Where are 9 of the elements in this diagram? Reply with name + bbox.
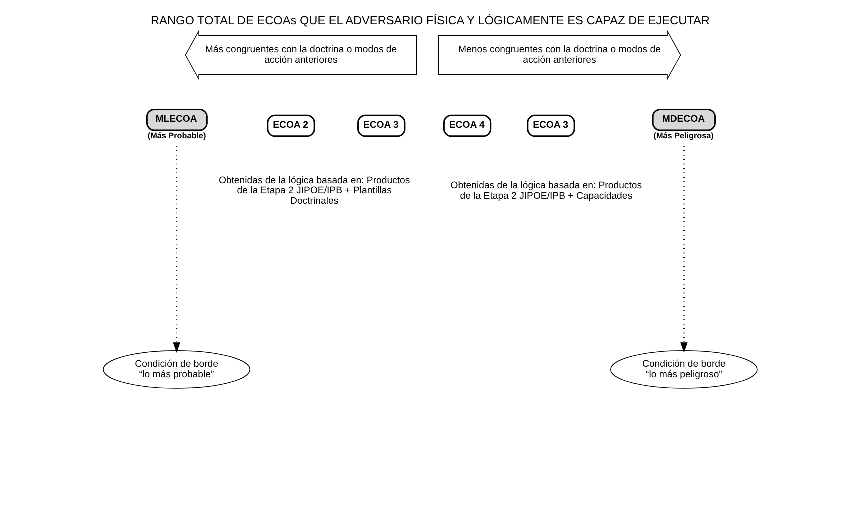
arrow (680, 146, 688, 353)
diagram-title: RANGO TOTAL DE ECOAs QUE EL ADVERSARIO FÍSICA Y LÓGICAMENTE ES CAPAZ DE EJECUTAR (150, 12, 710, 27)
arrow (172, 146, 180, 353)
node-label: (Más Probable) (147, 130, 206, 140)
node-label: (Más Peligrosa) (653, 130, 714, 140)
label: Obtenidas de la lógica basada en: Productos de la Etapa 2 JIPOE/IPB + Plantillas Doctrinales (218, 174, 410, 207)
node-ellipse: Condición de borde “lo más peligroso” (610, 350, 758, 388)
node-ellipse: Condición de borde “lo más probable” (102, 350, 250, 388)
label: Obtenidas de la lógica basada en: Productos de la Etapa 2 JIPOE/IPB + Capacidades (450, 180, 642, 202)
